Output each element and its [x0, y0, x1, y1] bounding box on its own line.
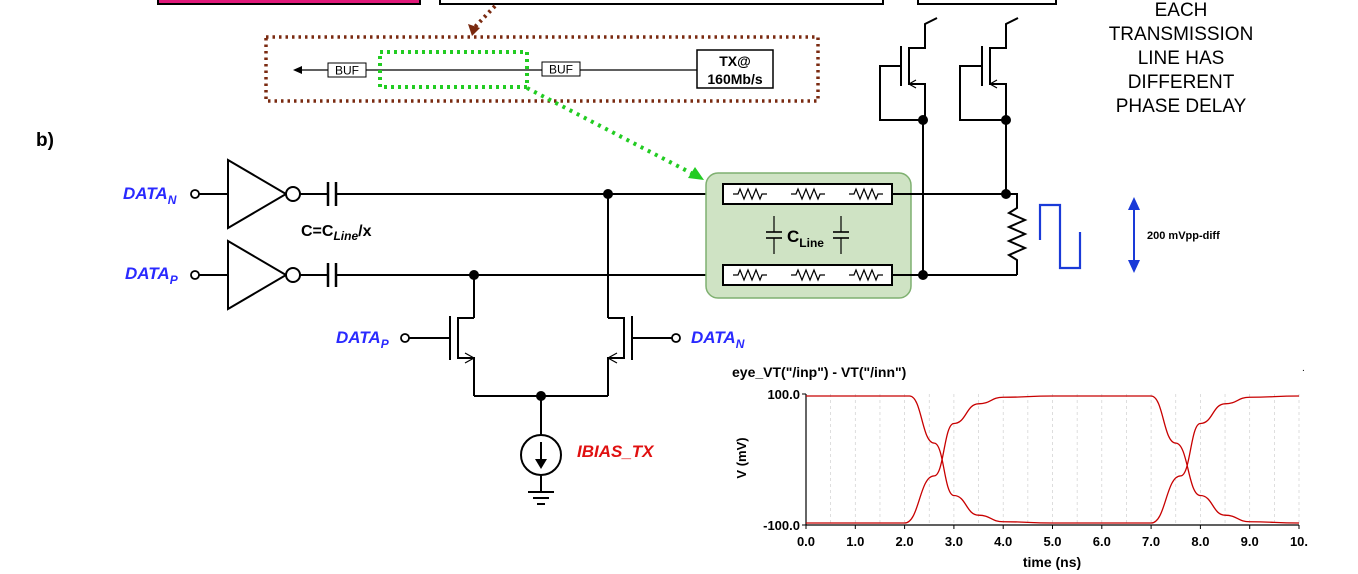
inverter-p-bubble [285, 267, 301, 283]
load-resistor [1006, 193, 1028, 275]
chart-series-line-2 [806, 395, 1300, 524]
resistor-top-2 [791, 187, 825, 201]
resistor-top-1 [733, 187, 767, 201]
tline-segments-block [439, 0, 884, 5]
differential-pair: DATAP DATAN IBIAS_TX [336, 194, 745, 505]
chart-x-tick-label: 4.0 [994, 534, 1012, 549]
node-pmos1-drain [918, 270, 928, 280]
input-stage: DATAN DATAP C=CLine/x [123, 158, 372, 311]
resistor-top-3 [849, 187, 883, 201]
buf-left-label: BUF [335, 64, 359, 78]
green-pointer [526, 86, 696, 177]
buffer-chain-box: BUF BUF TX@ 160Mb/s [264, 4, 820, 103]
right-nmos-arrow [606, 352, 618, 364]
right-block [917, 0, 1057, 5]
note-line-4: DIFFERENT [1128, 72, 1235, 93]
brown-pointer [470, 4, 497, 32]
pmos-load-2 [959, 17, 1019, 121]
swing-arrow-down [1128, 260, 1140, 273]
top-clipped-blocks [157, 0, 1057, 5]
chart-x-tick-label: 0.0 [797, 534, 815, 549]
chart-y-tick-label: 100.0 [767, 387, 800, 402]
chart-x-tick-label: 2.0 [896, 534, 914, 549]
chart-ylabel: V (mV) [734, 437, 749, 478]
eye-diagram-chart: eye_VT("/inp") - VT("/inn") . V (mV) tim… [732, 363, 1308, 570]
termination-stage: 200 mVpp-diff [879, 17, 1220, 280]
diff-right-input-label: DATAN [691, 328, 745, 351]
left-nmos-arrow [464, 352, 476, 364]
chart-x-tick-label: 8.0 [1191, 534, 1209, 549]
square-wave-icon [1038, 203, 1082, 270]
chart-series-line-1 [806, 395, 1300, 524]
chart-x-tick-label: 10. [1290, 534, 1308, 549]
dotted-brown-box [264, 35, 820, 103]
transmission-line: CLine [705, 172, 912, 299]
inverter-n [227, 158, 288, 230]
data-n-input-label: DATAN [123, 184, 177, 207]
current-source-arrowhead [535, 459, 547, 469]
brown-arrowhead [468, 24, 480, 36]
swing-arrow-up [1128, 197, 1140, 210]
chart-x-tick-label: 5.0 [1043, 534, 1061, 549]
panel-label: b) [36, 130, 54, 151]
note-line-2: TRANSMISSION [1109, 24, 1254, 45]
left-nmos-channel [457, 317, 475, 396]
inverter-n-bubble [285, 186, 301, 202]
tx-line2: 160Mb/s [707, 71, 762, 87]
chart-x-tick-label: 1.0 [846, 534, 864, 549]
coupling-cap-label: C=CLine/x [301, 223, 372, 243]
diff-left-input-label: DATAP [336, 328, 390, 351]
buf-left-box [327, 62, 367, 78]
tx-line1: TX@ [719, 53, 751, 69]
chart-title: eye_VT("/inp") - VT("/inn") [732, 364, 906, 380]
chart-x-tick-label: 9.0 [1241, 534, 1259, 549]
cline-cap-right [833, 216, 849, 254]
resistor-bottom-2 [791, 268, 825, 282]
swing-label: 200 mVpp-diff [1147, 230, 1220, 242]
phase-delay-note: EACH TRANSMISSION LINE HAS DIFFERENT PHA… [1109, 0, 1254, 117]
chart-y-tick-label: -100.0 [763, 518, 800, 533]
data-p-input-label: DATAP [125, 264, 179, 287]
chart-x-tick-label: 3.0 [945, 534, 963, 549]
ibias-label: IBIAS_TX [577, 442, 655, 461]
chart-corner-mark: . [1302, 363, 1305, 374]
buf-right-label: BUF [549, 63, 573, 77]
note-line-1: EACH [1155, 0, 1208, 21]
data-n-pin [190, 189, 200, 199]
tx-box [696, 49, 774, 89]
right-gate-pin [671, 333, 681, 343]
chart-x-tick-label: 6.0 [1093, 534, 1111, 549]
buf-right-box [541, 61, 581, 77]
data-p-pin [190, 270, 200, 280]
chart-xlabel: time (ns) [1023, 554, 1081, 570]
cline-cap-left [766, 216, 782, 254]
chart-x-tick-label: 7.0 [1142, 534, 1160, 549]
right-nmos-channel [607, 317, 625, 396]
inverter-p [227, 239, 288, 311]
note-line-3: LINE HAS [1138, 48, 1225, 69]
note-line-5: PHASE DELAY [1116, 96, 1247, 117]
green-arrowhead [688, 167, 704, 180]
pmos-load-1 [879, 17, 938, 121]
resistor-bottom-1 [733, 268, 767, 282]
output-arrowhead [293, 66, 302, 74]
chart-plot-area: 0.0 1.0 2.0 3.0 4.0 5.0 6.0 7.0 8.0 9.0 10. 100.0 -1… [763, 387, 1308, 549]
left-gate-pin [400, 333, 410, 343]
pink-block [157, 0, 421, 5]
cline-label: CLine [787, 227, 824, 250]
resistor-bottom-3 [849, 268, 883, 282]
